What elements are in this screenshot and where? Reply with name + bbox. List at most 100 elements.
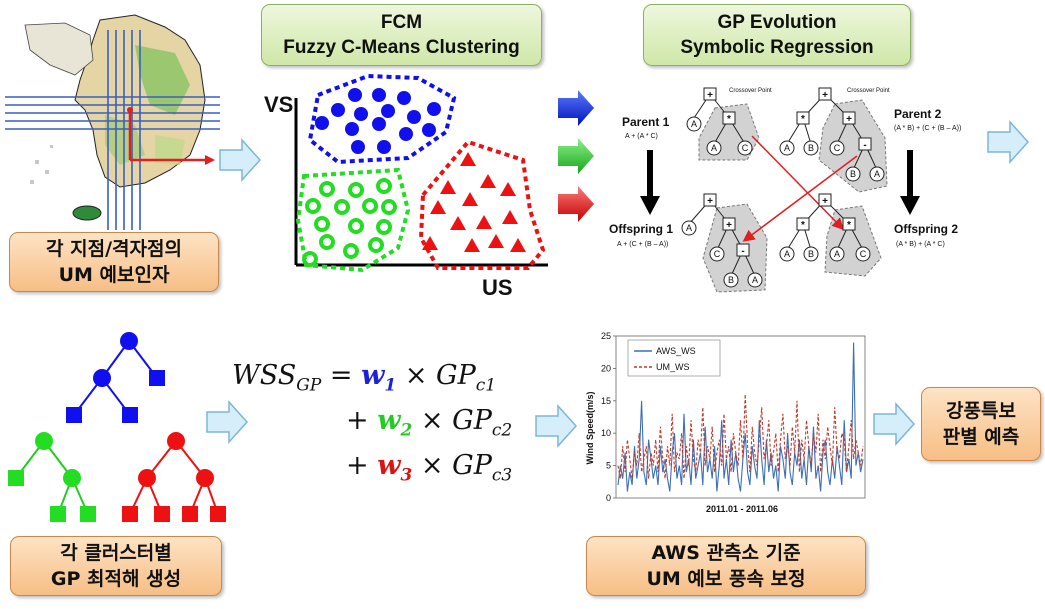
leaf-a: A [691, 119, 697, 129]
parent1-label: Parent 1 [622, 115, 670, 129]
node-plus: + [822, 196, 828, 207]
cluster-red-points [422, 152, 526, 252]
wind-speed-chart: Wind Speed(m/s) 2011.01 - 2011.06 051015… [585, 331, 866, 514]
green-cluster-arrow [558, 138, 594, 174]
formula-gp2: GPc2 [452, 405, 513, 441]
cluster-blue-points [315, 88, 441, 154]
chart-y-label: Wind Speed(m/s) [585, 392, 595, 465]
leaf-a: A [834, 249, 840, 259]
gp-title: GP Evolution [717, 12, 837, 33]
formula-lhs: WSS [232, 360, 297, 391]
step4-line2: 판별 예측 [942, 426, 1020, 448]
offspring1-label: Offspring 1 [609, 222, 673, 236]
cluster-blue-boundary [307, 73, 457, 165]
formula-lhs-sub: GP [296, 375, 322, 396]
leaf-a: A [752, 275, 758, 285]
formula-times-1: × [404, 360, 428, 391]
leaf-c: C [742, 143, 749, 153]
node-plus: + [707, 196, 713, 207]
node-times: * [801, 220, 805, 231]
cluster-arrows [558, 90, 594, 222]
chart-plot-area [615, 335, 866, 499]
fcm-subtitle: Fuzzy C-Means Clustering [283, 37, 520, 58]
leaf-b: B [850, 169, 856, 179]
korea-grid-map [5, 14, 220, 230]
green-gp-tree [8, 432, 96, 522]
formula-w1: w1 [361, 360, 397, 396]
leaf-a: A [784, 249, 790, 259]
chart-x-label: 2011.01 - 2011.06 [706, 504, 778, 514]
cluster-green-boundary [295, 167, 411, 273]
y-tick-label: 0 [606, 493, 611, 503]
offspring1-expr: A + (C + (B – A)) [617, 241, 668, 248]
node-plus: + [846, 114, 852, 125]
leaf-b: B [808, 143, 814, 153]
legend-aws: AWS_WS [656, 346, 696, 356]
flow-arrow-1 [219, 138, 262, 182]
offspring1-subtree-highlight [702, 203, 768, 293]
fcm-title-box: FCM Fuzzy C-Means Clustering [261, 4, 542, 66]
node-plus: + [707, 90, 713, 101]
red-cluster-arrow [558, 186, 594, 222]
parent2-expr: (A * B) + (C + (B – A)) [894, 125, 961, 132]
step2-line1: 각 클러스터별 [60, 542, 172, 564]
formula-w2: w2 [377, 405, 413, 441]
cluster-gp-trees [8, 332, 226, 522]
parent2-label: Parent 2 [894, 107, 942, 121]
leaf-a: A [686, 223, 692, 233]
offspring2-label: Offspring 2 [894, 222, 958, 236]
formula-prefix-2: + [346, 405, 369, 436]
fcm-title: FCM [380, 12, 423, 33]
formula-times-2: × [420, 405, 444, 436]
step4-label: 강풍특보 판별 예측 [921, 387, 1041, 461]
step1-line2: UM 예보인자 [58, 264, 170, 286]
legend-um: UM_WS [656, 362, 690, 372]
leaf-c: C [714, 249, 721, 259]
node-times: * [847, 220, 851, 231]
node-plus: + [726, 220, 732, 231]
gp-title-box: GP Evolution Symbolic Regression [643, 4, 911, 66]
cluster-red-boundary [418, 139, 546, 270]
leaf-a: A [711, 143, 717, 153]
gp-subtitle: Symbolic Regression [680, 37, 874, 58]
step3-line2: UM 예보 풍속 보정 [646, 568, 806, 590]
formula-line-1: WSSGP = w1 × GPc1 [232, 360, 496, 395]
cluster-green-points [302, 178, 397, 267]
formula-prefix-1: = [329, 360, 353, 391]
parent1-to-offspring1-arrow [640, 150, 660, 215]
leaf-c: C [860, 249, 867, 259]
node-times: * [801, 114, 805, 125]
wss-formula: WSSGP = w1 × GPc1 + w2 × GPc2 + w3 × GPc… [232, 360, 532, 500]
flow-arrow-4 [535, 404, 578, 448]
offspring2-subtree-highlight [824, 205, 882, 277]
parent2-subtree-highlight [818, 99, 888, 193]
leaf-b: B [728, 275, 734, 285]
step1-label: 각 지점/격자점의 UM 예보인자 [9, 232, 219, 292]
fcm-y-axis-label: VS [264, 92, 293, 117]
flow-arrow-5 [873, 402, 916, 446]
formula-line-3: + w3 × GPc3 [346, 450, 512, 485]
leaf-c: C [834, 143, 841, 153]
flow-arrow-2 [987, 120, 1030, 164]
formula-times-3: × [420, 450, 444, 481]
y-tick-label: 5 [606, 461, 611, 471]
red-gp-tree [122, 432, 226, 522]
leaf-b: B [808, 249, 814, 259]
step1-line1: 각 지점/격자점의 [46, 238, 182, 260]
fcm-cluster-diagram: VS US [264, 73, 548, 300]
crossover-label-2: Crossover Point [847, 88, 890, 94]
blue-gp-tree [66, 332, 165, 423]
leaf-a: A [784, 143, 790, 153]
formula-w3: w3 [377, 450, 413, 486]
step3-line1: AWS 관측소 기준 [651, 542, 801, 564]
gp-crossover-diagram: Parent 1 A + (A * C) Parent 2 (A * B) + … [609, 87, 961, 293]
parent1-expr: A + (A * C) [625, 133, 658, 140]
node-minus: - [863, 140, 866, 151]
formula-line-2: + w2 × GPc2 [346, 405, 512, 440]
offspring2-expr: (A * B) + (A * C) [896, 241, 945, 248]
crossover-label-1: Crossover Point [729, 88, 772, 94]
y-tick-label: 15 [601, 396, 611, 406]
step2-line2: GP 최적해 생성 [50, 568, 182, 590]
series-aws-ws [617, 342, 864, 492]
leaf-a: A [874, 169, 880, 179]
